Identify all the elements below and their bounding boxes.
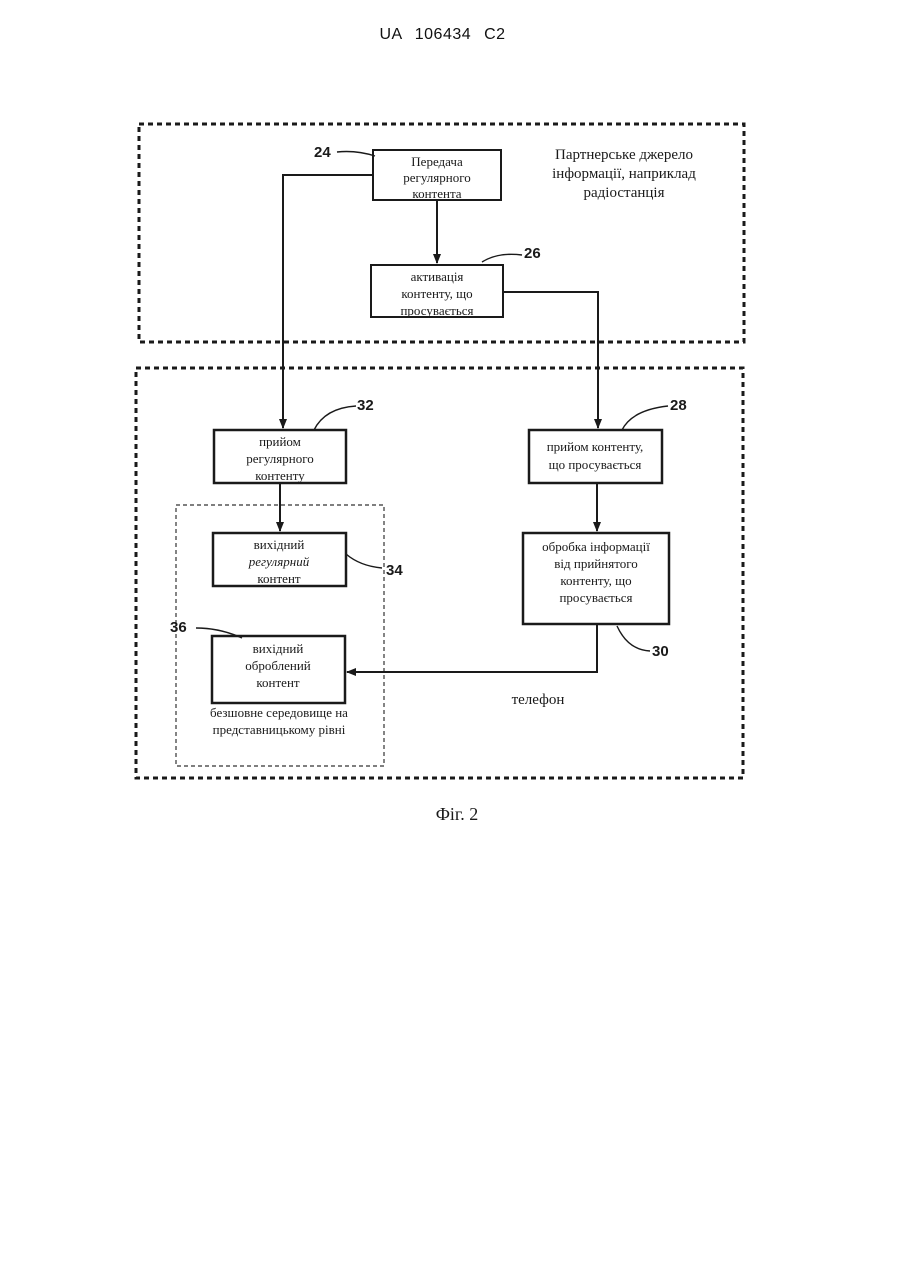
leader-34 bbox=[346, 554, 382, 568]
ref-28: 28 bbox=[670, 397, 687, 414]
phone-label: телефон bbox=[512, 692, 565, 708]
leader-24 bbox=[337, 152, 375, 157]
box-30-line4: просувається bbox=[559, 590, 632, 605]
box-26-line3: просувається bbox=[400, 303, 473, 318]
arrow-26-to-28 bbox=[503, 292, 598, 428]
box-34-line2: регулярний bbox=[248, 554, 310, 569]
partner-label-line3: радіостанція bbox=[583, 185, 664, 201]
box-24-line3: контента bbox=[412, 186, 461, 201]
arrow-24-to-32 bbox=[283, 175, 373, 428]
box-promoted-content-reception: прийом контенту, що просувається bbox=[529, 430, 662, 483]
partner-label-line2: інформації, наприклад bbox=[552, 166, 696, 182]
box-30-line2: від прийнятого bbox=[554, 556, 637, 571]
leader-32 bbox=[314, 406, 356, 430]
box-26-line2: контенту, що bbox=[401, 286, 472, 301]
leader-26 bbox=[482, 254, 522, 262]
box-34-line1: вихідний bbox=[254, 537, 305, 552]
leader-30 bbox=[617, 626, 650, 651]
partner-label-line1: Партнерське джерело bbox=[555, 147, 693, 163]
environment-label-line1: безшовне середовище на bbox=[210, 705, 348, 720]
leader-28 bbox=[622, 406, 668, 430]
ref-24: 24 bbox=[314, 144, 331, 161]
box-promoted-content-activation: активація контенту, що просувається bbox=[371, 265, 503, 318]
figure-caption: Фіг. 2 bbox=[436, 804, 479, 824]
box-regular-content-transmission: Передача регулярного контента bbox=[373, 150, 501, 201]
box-36-line1: вихідний bbox=[253, 641, 304, 656]
box-34-line3: контент bbox=[257, 571, 301, 586]
ref-34: 34 bbox=[386, 562, 403, 579]
box-36-line2: оброблений bbox=[245, 658, 311, 673]
box-32-line1: прийом bbox=[259, 434, 301, 449]
box-28-line2: що просувається bbox=[549, 457, 642, 472]
box-output-processed-content: вихідний оброблений контент bbox=[212, 636, 345, 703]
ref-26: 26 bbox=[524, 245, 541, 262]
box-regular-content-reception: прийом регулярного контенту bbox=[214, 430, 346, 483]
box-30-line3: контенту, що bbox=[560, 573, 631, 588]
box-32-line2: регулярного bbox=[246, 451, 313, 466]
box-36-line3: контент bbox=[256, 675, 300, 690]
ref-36: 36 bbox=[170, 619, 187, 636]
box-28-line1: прийом контенту, bbox=[547, 439, 644, 454]
box-26-line1: активація bbox=[411, 269, 464, 284]
environment-label-line2: представницькому рівні bbox=[213, 722, 346, 737]
ref-32: 32 bbox=[357, 397, 374, 414]
ref-30: 30 bbox=[652, 643, 669, 660]
box-32-line3: контенту bbox=[255, 468, 305, 483]
box-24-line2: регулярного bbox=[403, 170, 470, 185]
box-output-regular-content: вихідний регулярний контент bbox=[213, 533, 346, 586]
box-promoted-content-processing: обробка інформації від прийнятого контен… bbox=[523, 533, 669, 624]
box-30-line1: обробка інформації bbox=[542, 539, 650, 554]
box-24-line1: Передача bbox=[411, 154, 463, 169]
